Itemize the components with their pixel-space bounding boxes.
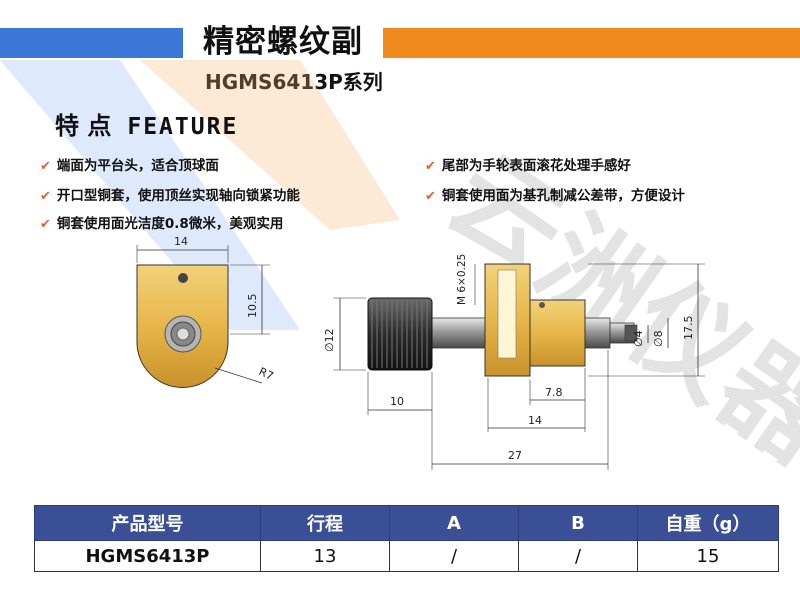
col-header-stroke: 行程: [260, 505, 390, 541]
col-header-b: B: [518, 505, 638, 541]
header-accent-right: [383, 28, 800, 58]
cell-model: HGMS6413P: [34, 540, 261, 572]
check-icon: ✔: [40, 217, 51, 232]
cell-stroke: 13: [260, 540, 390, 572]
header-accent-left: [0, 28, 183, 58]
cell-a: /: [389, 540, 519, 572]
dim-length-27: 27: [508, 449, 522, 462]
table-header-row: 产品型号 行程 A B 自重（g）: [34, 505, 779, 541]
feature-heading: 特 点 FEATURE: [55, 106, 238, 141]
dim-diameter-8: ∅8: [652, 330, 665, 347]
feature-item: ✔开口型铜套，使用顶丝实现轴向锁紧功能: [40, 188, 300, 204]
dim-height-10-5: 10.5: [246, 294, 259, 319]
dim-height-17-5: 17.5: [682, 316, 695, 341]
check-icon: ✔: [40, 189, 51, 204]
series-subtitle: HGMS6413P系列: [205, 70, 383, 94]
col-header-weight: 自重（g）: [637, 505, 779, 541]
dim-diameter-4: ∅4: [632, 330, 645, 347]
dim-length-7-8: 7.8: [545, 386, 563, 399]
dim-length-14: 14: [528, 414, 542, 427]
table-row: HGMS6413P 13 / / 15: [34, 540, 779, 572]
page-title: 精密螺纹副: [203, 24, 363, 60]
dim-thread: M 6×0.25: [456, 254, 468, 305]
dim-diameter-12: ∅12: [323, 328, 336, 352]
check-icon: ✔: [425, 159, 436, 174]
check-icon: ✔: [425, 189, 436, 204]
feature-item: ✔铜套使用面光洁度0.8微米，美观实用: [40, 216, 284, 232]
col-header-model: 产品型号: [34, 505, 261, 541]
check-icon: ✔: [40, 159, 51, 174]
cell-weight: 15: [637, 540, 779, 572]
dim-width-14: 14: [174, 235, 188, 248]
feature-item: ✔铜套使用面为基孔制减公差带，方便设计: [425, 188, 685, 204]
col-header-a: A: [389, 505, 519, 541]
feature-heading-cn: 特 点: [55, 112, 112, 140]
set-screw-hole: [178, 273, 188, 283]
feature-item: ✔尾部为手轮表面滚花处理手感好: [425, 158, 631, 174]
dim-radius-r7: R7: [257, 365, 276, 383]
feature-heading-en: FEATURE: [127, 114, 239, 140]
side-view: M 6×0.25 ∅12 ∅4 ∅8 17.5 7.8 10 14: [323, 254, 705, 470]
feature-item: ✔端面为平台头，适合顶球面: [40, 158, 219, 174]
spec-table: 产品型号 行程 A B 自重（g） HGMS6413P 13 / / 15: [34, 505, 779, 572]
front-view: 14 10.5 R7: [136, 235, 276, 388]
dim-length-10: 10: [390, 395, 404, 408]
cell-b: /: [518, 540, 638, 572]
